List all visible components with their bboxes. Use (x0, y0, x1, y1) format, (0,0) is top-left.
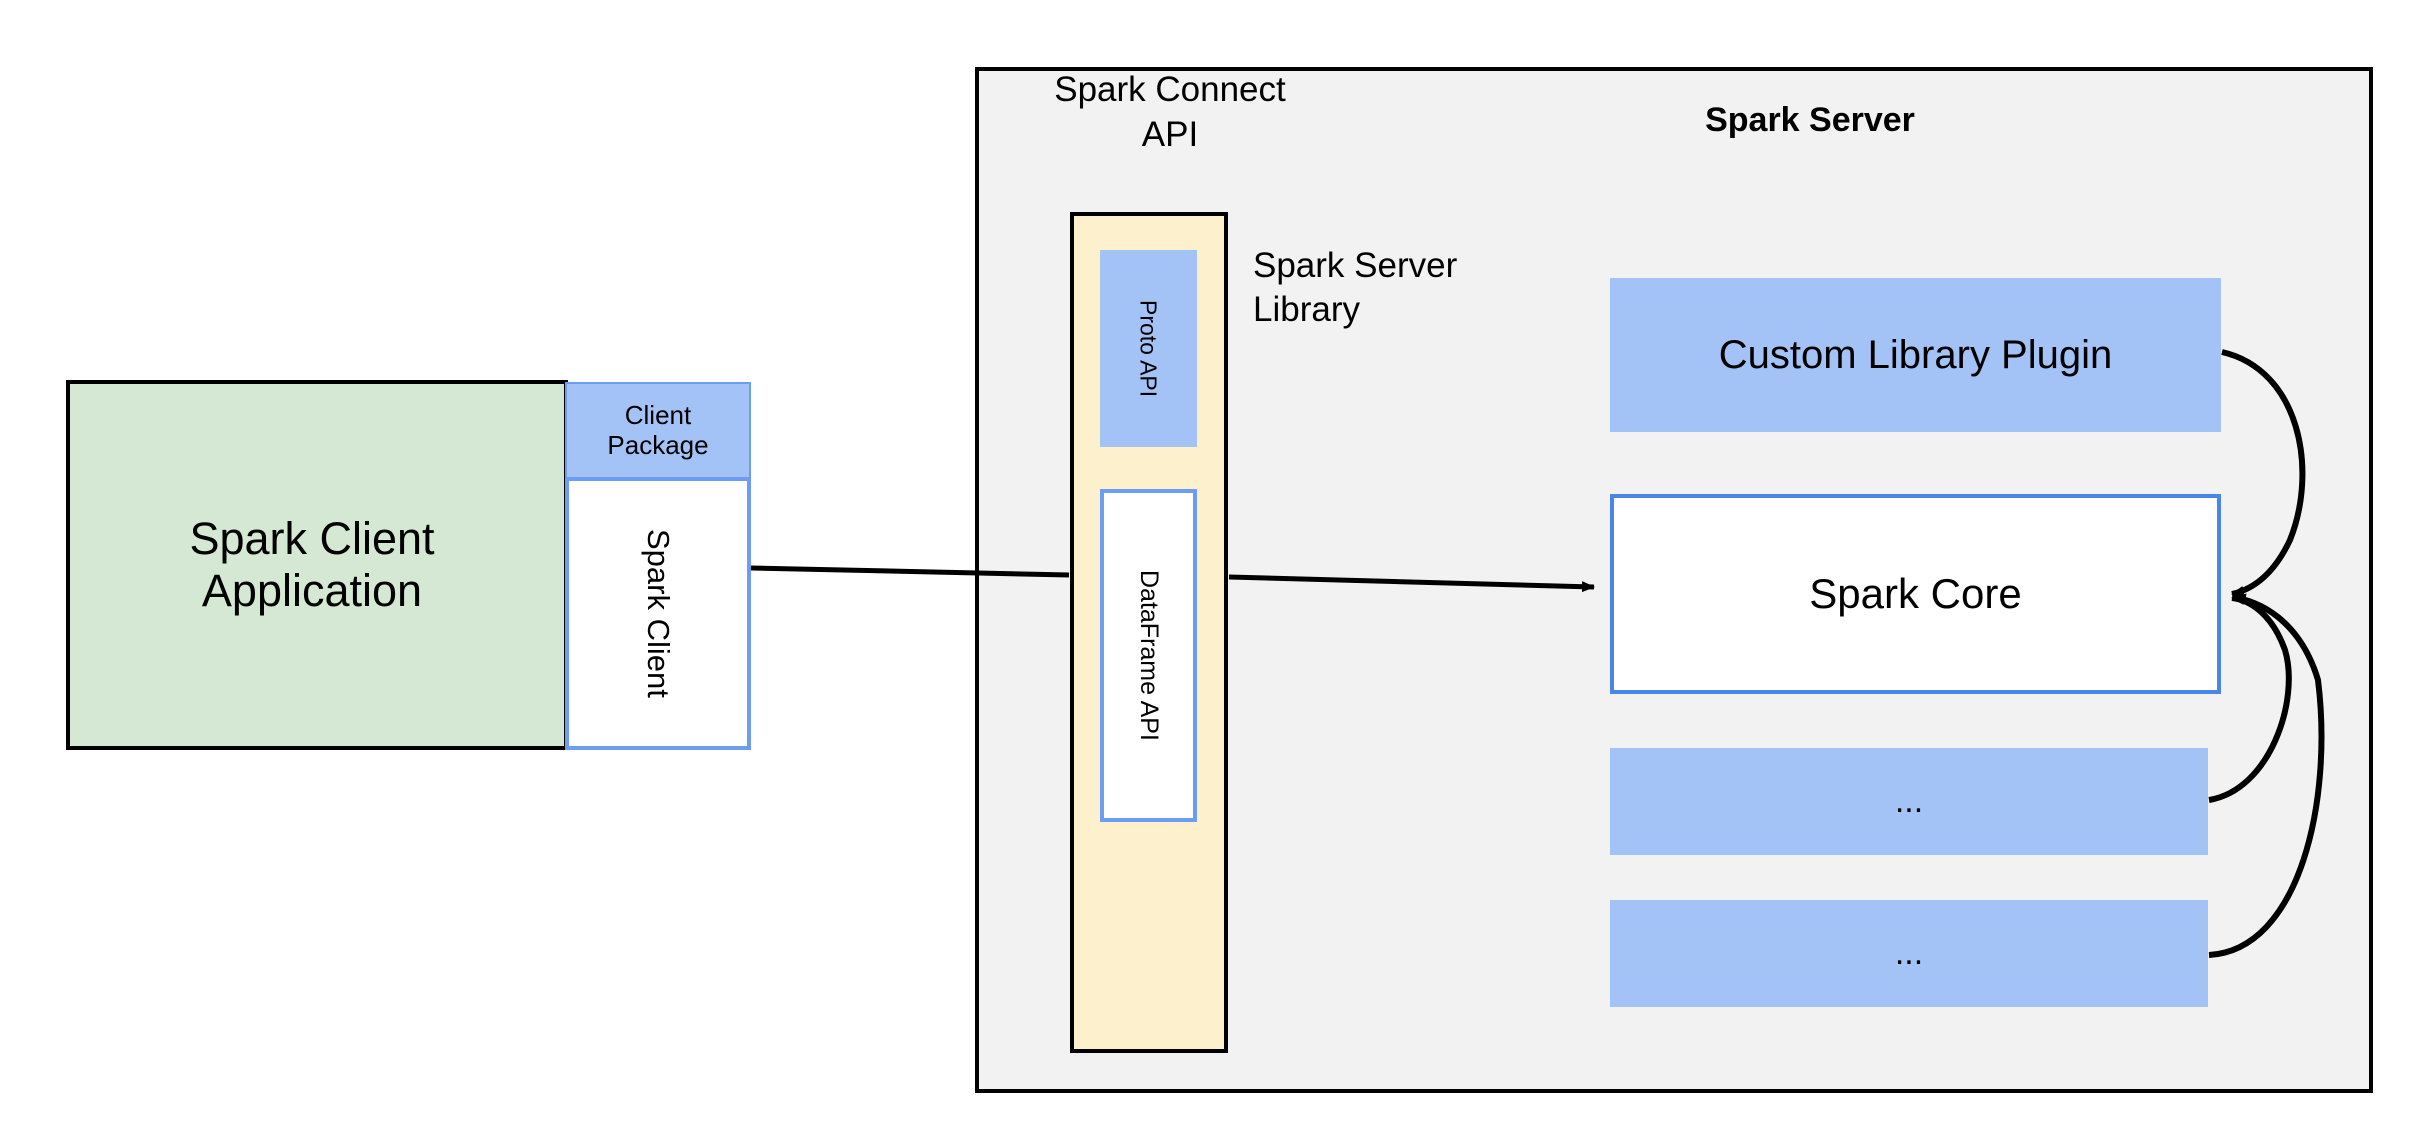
custom-library-plugin-box[interactable]: Custom Library Plugin (1610, 278, 2221, 432)
dataframe-api-box[interactable]: DataFrame API (1100, 489, 1197, 822)
spark-core-label: Spark Core (1809, 569, 2022, 617)
custom-library-plugin-label: Custom Library Plugin (1718, 333, 2113, 377)
ellipsis-box-1[interactable]: ... (1610, 748, 2208, 855)
spark-core-box[interactable]: Spark Core (1610, 494, 2221, 694)
dataframe-api-label: DataFrame API (1134, 570, 1163, 741)
spark-client-application-box[interactable]: Spark Client Application (66, 380, 568, 750)
proto-api-box[interactable]: Proto API (1100, 250, 1197, 447)
ellipsis-label-2: ... (1894, 933, 1924, 972)
spark-server-title: Spark Server (1705, 101, 1915, 139)
spark-server-library-label: Spark Server Library (1253, 246, 1458, 329)
spark-client-box[interactable]: Spark Client (565, 477, 751, 750)
spark-client-application-label: Spark Client Application (189, 513, 435, 616)
client-package-box[interactable]: Client Package (565, 382, 751, 478)
client-package-label: Client Package (607, 400, 709, 460)
spark-connect-api-label: Spark Connect API (1054, 70, 1286, 154)
ellipsis-box-2[interactable]: ... (1610, 900, 2208, 1007)
proto-api-label: Proto API (1135, 299, 1162, 398)
ellipsis-label-1: ... (1894, 781, 1924, 820)
spark-client-label: Spark Client (640, 529, 676, 698)
